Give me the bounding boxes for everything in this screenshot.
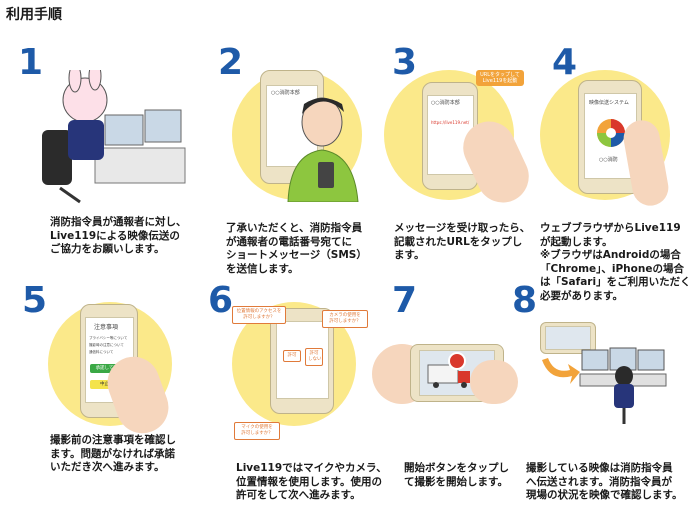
- step-number: 4: [552, 42, 578, 83]
- step-number: 6: [208, 280, 234, 321]
- step-description: 撮影前の注意事項を確認し ます。問題がなければ承諾 いただき次へ進みます。: [50, 434, 176, 473]
- truck-scene-illustration: [427, 364, 470, 388]
- sms-url-link: https://live119.net/: [431, 120, 470, 125]
- step-number: 5: [22, 280, 48, 321]
- deny-button: 許可 しない: [305, 348, 323, 366]
- step-number: 1: [18, 42, 44, 83]
- dispatch-center-illustration: [579, 347, 667, 424]
- hand-illustration: [470, 360, 518, 404]
- record-start-button: [448, 352, 466, 370]
- step-number: 2: [218, 42, 244, 83]
- notice-title: 注意事項: [94, 324, 119, 331]
- caller-person-illustration: [287, 97, 359, 202]
- sms-header: ○○消防本部: [431, 100, 460, 106]
- arrow-icon: [542, 358, 580, 384]
- page-title: 利用手順: [6, 7, 62, 23]
- browser-footer: ○○消防: [599, 157, 618, 163]
- notice-item: 通信料について: [89, 350, 114, 354]
- step-description: メッセージを受け取ったら、 記載されたURLをタップし ます。: [394, 222, 531, 261]
- sms-header: ○○消防本部: [271, 90, 300, 96]
- browser-title: 映像伝送システム: [589, 100, 629, 106]
- dispatcher-illustration: [42, 70, 186, 204]
- step-description: 開始ボタンをタップし て撮影を開始します。: [404, 462, 509, 488]
- notice-item: プライバシー等について: [89, 336, 128, 340]
- camera-permission-prompt: カメラの使用を 許可しますか？: [322, 310, 368, 328]
- location-permission-prompt: 位置情報のアクセスを 許可しますか？: [232, 306, 286, 324]
- agree-button: 承諾して次へ: [90, 364, 128, 373]
- step-number: 7: [392, 280, 418, 321]
- live119-logo-icon: [597, 119, 625, 147]
- allow-button: 許可: [283, 350, 301, 362]
- tap-url-bubble: URLをタップして Live119を起動: [476, 70, 524, 86]
- step-description: ウェブブラウザからLive119 が起動します。 ※ブラウザはAndroidの場…: [540, 222, 690, 302]
- step-description: 了承いただくと、消防指令員 が通報者の電話番号宛てに ショートメッセージ（SMS…: [226, 222, 367, 275]
- step-number: 8: [512, 280, 538, 321]
- phone-small-illustration: [540, 322, 596, 354]
- step-description: 消防指令員が通報者に対し、 Live119による映像伝送の ご協力をお願いします…: [50, 216, 187, 255]
- step-number: 3: [392, 42, 418, 83]
- phone-illustration: 許可 許可 しない: [270, 308, 334, 414]
- notice-item: 撮影時の注意について: [89, 343, 124, 347]
- step-description: Live119ではマイクやカメラ、 位置情報を使用します。使用の 許可をして次へ…: [236, 462, 387, 501]
- mic-permission-prompt: マイクの使用を 許可しますか？: [234, 422, 280, 440]
- step-description: 撮影している映像は消防指令員 へ伝送されます。消防指令員が 現場の状況を映像で確…: [526, 462, 683, 501]
